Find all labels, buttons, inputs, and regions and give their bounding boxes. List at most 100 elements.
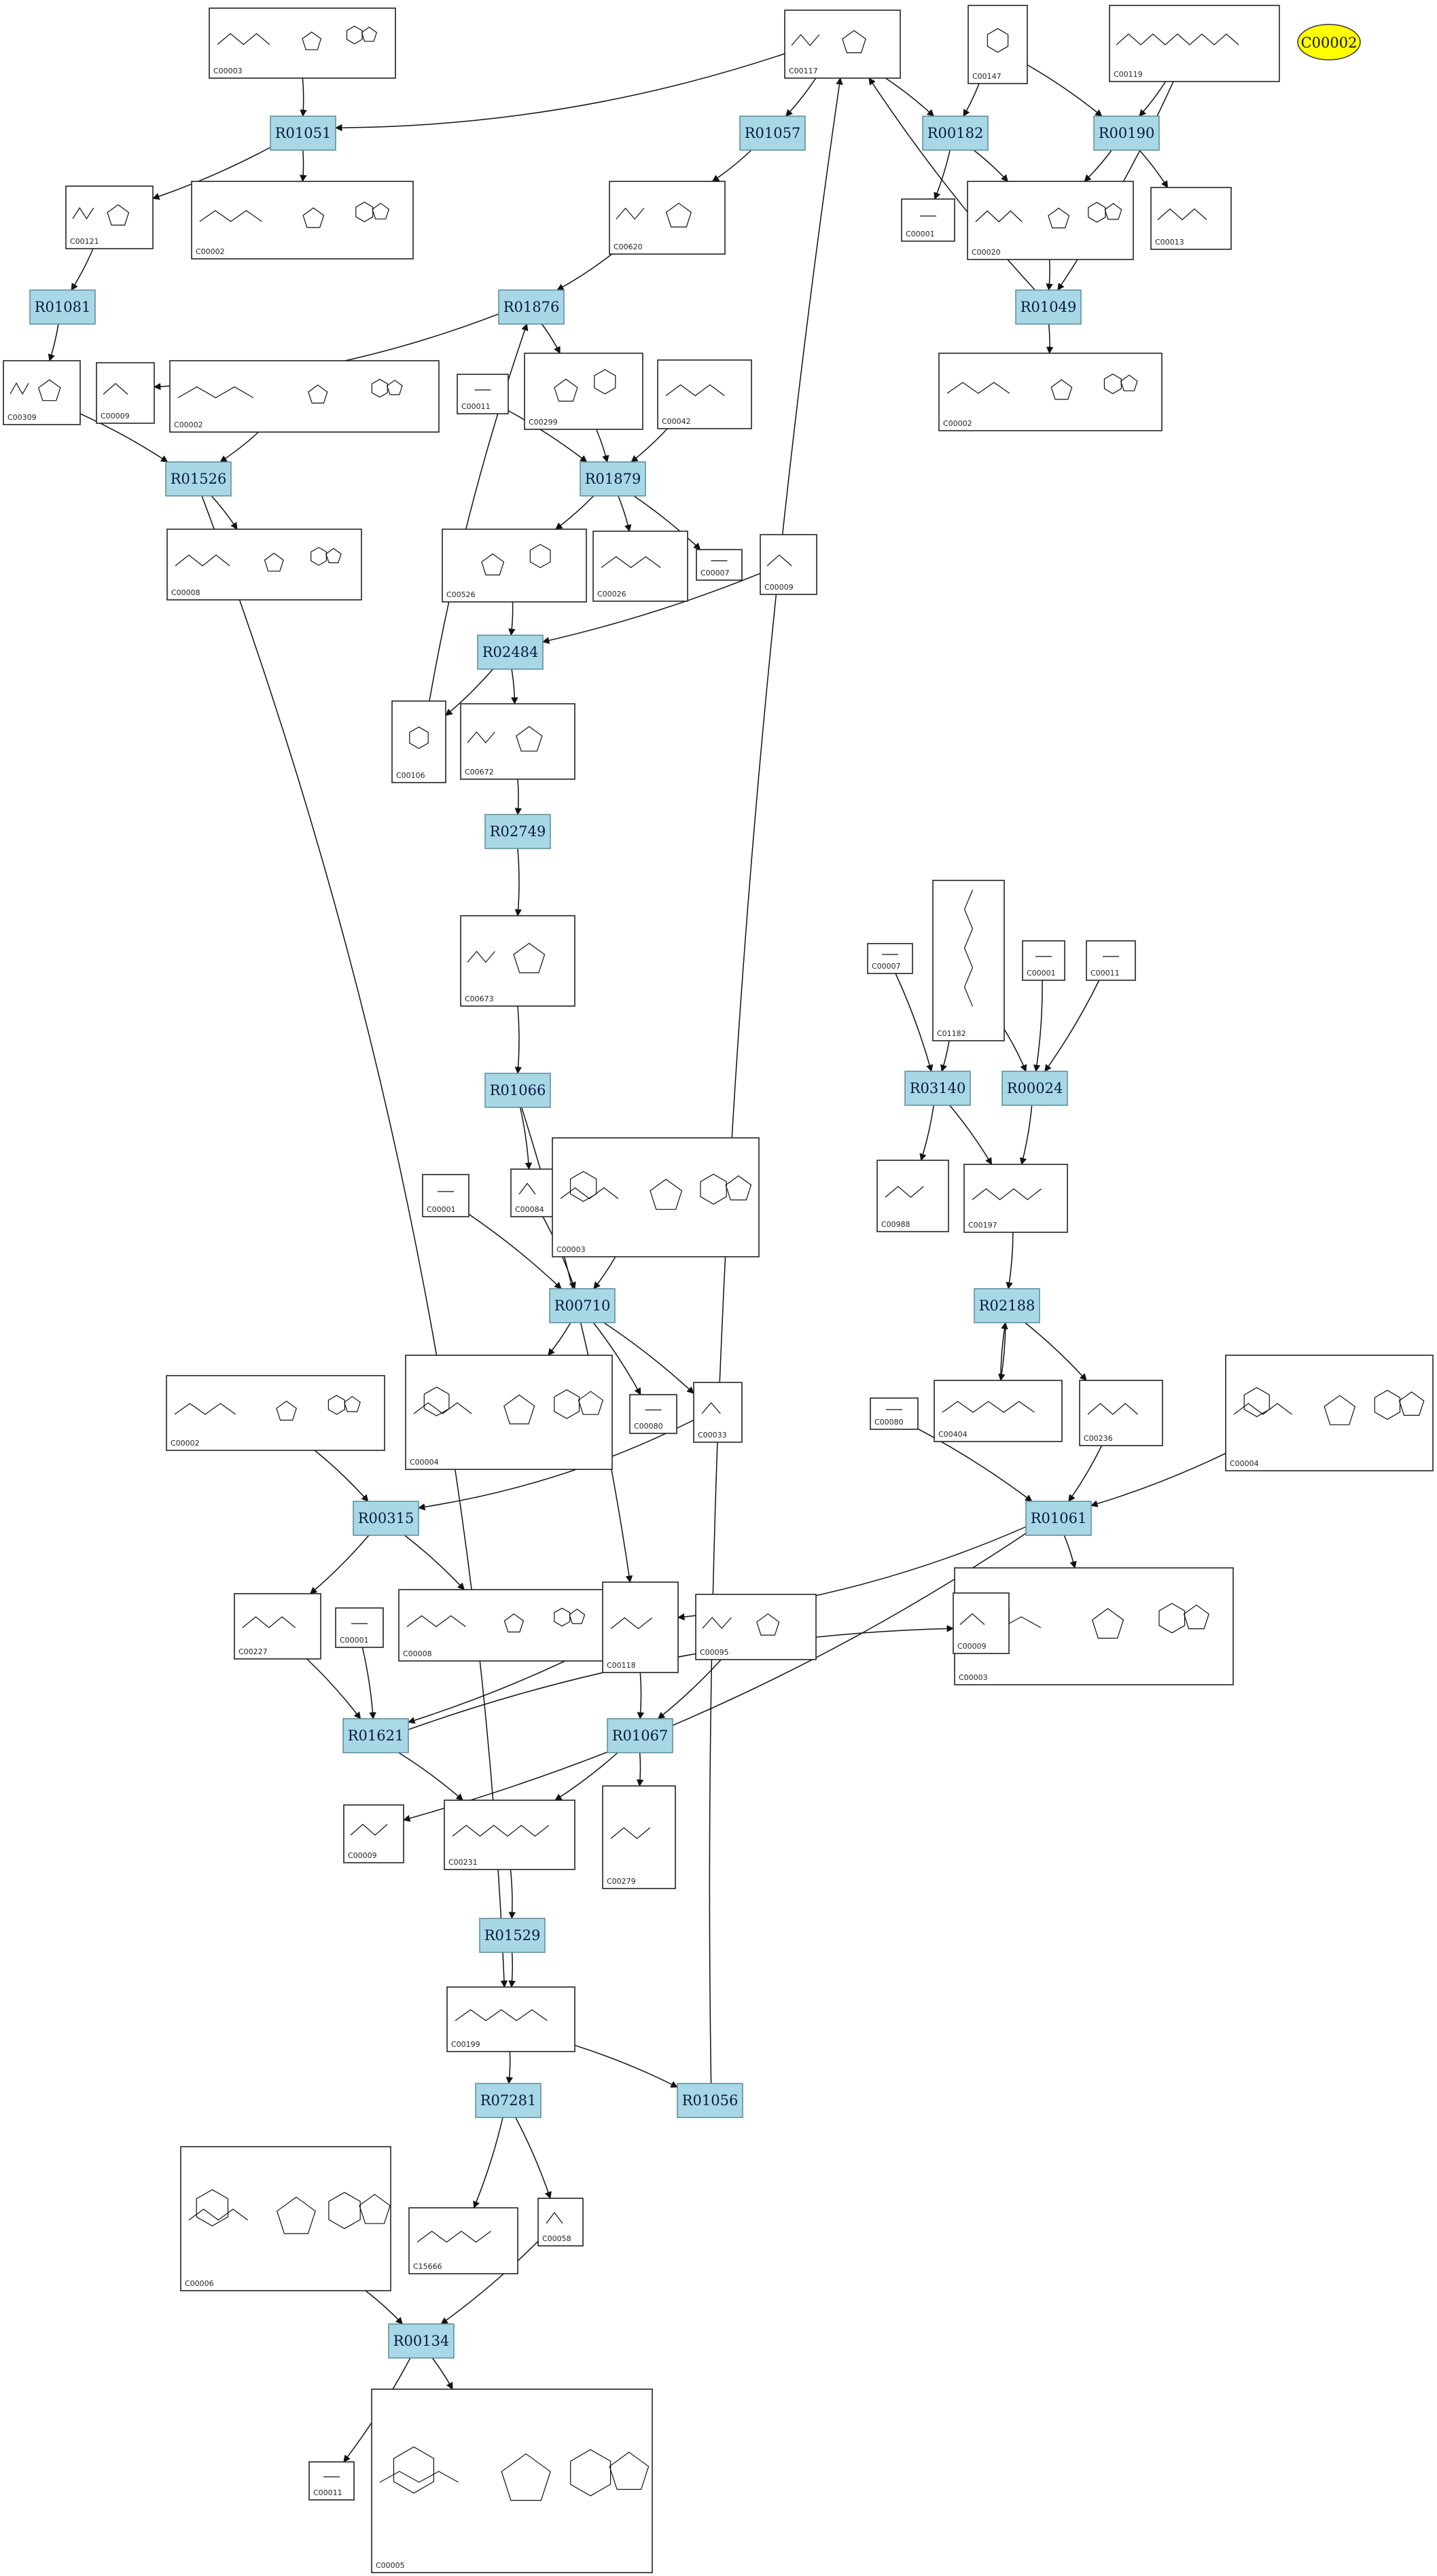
- compound-node[interactable]: C00119: [1109, 5, 1280, 82]
- reaction-node[interactable]: R01056: [677, 2083, 743, 2118]
- compound-node[interactable]: C00005: [371, 2389, 653, 2573]
- compound-id: C00011: [313, 2488, 342, 2497]
- compound-node[interactable]: C00007: [867, 943, 913, 974]
- reaction-node[interactable]: R01879: [580, 461, 646, 497]
- compound-node[interactable]: C00008: [166, 529, 362, 601]
- reaction-node[interactable]: R00024: [1001, 1071, 1068, 1106]
- compound-node[interactable]: C00008: [398, 1589, 609, 1662]
- compound-node[interactable]: C00009: [760, 534, 817, 595]
- compound-node[interactable]: C00084: [510, 1168, 554, 1217]
- compound-node[interactable]: C00009: [343, 1804, 404, 1863]
- reaction-node[interactable]: R00315: [353, 1501, 419, 1536]
- compound-node[interactable]: C00003: [552, 1137, 760, 1257]
- compound-node[interactable]: C00003: [209, 7, 396, 79]
- compound-node[interactable]: C00011: [1086, 940, 1136, 981]
- compound-node[interactable]: C00058: [537, 2198, 584, 2247]
- edge-arrow: [1090, 1452, 1226, 1507]
- reaction-node[interactable]: R01067: [607, 1718, 673, 1753]
- compound-node[interactable]: C01182: [932, 880, 1005, 1041]
- edge-arrow: [334, 53, 785, 132]
- compound-node[interactable]: C00011: [308, 2461, 355, 2501]
- compound-node[interactable]: C00197: [963, 1164, 1068, 1233]
- reaction-node[interactable]: R01049: [1015, 289, 1082, 325]
- edge-arrow: [637, 1672, 645, 1720]
- reaction-node[interactable]: R00134: [388, 2323, 455, 2359]
- reaction-node[interactable]: R01051: [270, 115, 336, 151]
- compound-node[interactable]: C00002: [938, 353, 1163, 431]
- compound-id: C00117: [789, 67, 818, 75]
- compound-node[interactable]: C00231: [444, 1800, 575, 1870]
- compound-node[interactable]: C00404: [934, 1380, 1063, 1442]
- compound-node[interactable]: C00106: [391, 700, 446, 783]
- compound-node[interactable]: C00526: [442, 529, 587, 603]
- compound-node[interactable]: C00001: [335, 1607, 384, 1648]
- compound-node[interactable]: C00080: [870, 1397, 919, 1430]
- reaction-node[interactable]: R00190: [1093, 115, 1160, 151]
- compound-node[interactable]: C00121: [65, 185, 154, 249]
- reaction-node[interactable]: R00182: [922, 115, 989, 151]
- compound-node[interactable]: C15666: [408, 2207, 518, 2274]
- reaction-node[interactable]: R02749: [484, 814, 551, 849]
- reaction-node[interactable]: R01529: [479, 1918, 546, 1953]
- edge-arrow: [711, 149, 752, 182]
- reaction-node[interactable]: R07281: [475, 2083, 542, 2118]
- compound-node[interactable]: C00672: [460, 703, 575, 780]
- compound-node[interactable]: C00026: [592, 531, 688, 602]
- reaction-label: R03140: [910, 1080, 966, 1096]
- reaction-node[interactable]: R01057: [739, 115, 806, 151]
- compound-node[interactable]: C00009: [96, 362, 155, 424]
- reaction-node[interactable]: R02188: [974, 1288, 1040, 1323]
- reaction-node[interactable]: R01876: [498, 289, 565, 325]
- compound-node[interactable]: C00002: [169, 360, 440, 433]
- structure-drawing: [946, 373, 1138, 400]
- compound-node[interactable]: C00227: [234, 1593, 321, 1660]
- reaction-box: [922, 115, 989, 151]
- compound-node[interactable]: C00004: [405, 1355, 613, 1470]
- compound-node[interactable]: C00002: [191, 181, 414, 260]
- compound-node[interactable]: C00117: [784, 10, 901, 79]
- compound-node[interactable]: C00236: [1079, 1380, 1163, 1446]
- compound-node[interactable]: C00620: [609, 181, 726, 255]
- compound-node[interactable]: C00080: [629, 1394, 677, 1434]
- compound-node[interactable]: C00147: [968, 5, 1028, 84]
- compound-node[interactable]: C00001: [1022, 940, 1065, 981]
- compound-node[interactable]: C00673: [460, 915, 575, 1007]
- compound-node[interactable]: C00011: [457, 374, 509, 414]
- structure-drawing: [409, 726, 429, 749]
- compound-node[interactable]: C00988: [876, 1160, 949, 1232]
- compound-node[interactable]: C00013: [1150, 187, 1232, 250]
- compound-node[interactable]: C00002: [166, 1375, 385, 1451]
- reaction-node[interactable]: R01621: [342, 1718, 409, 1753]
- compound-node[interactable]: C00009: [953, 1592, 1010, 1654]
- compound-node[interactable]: C00004: [1225, 1355, 1434, 1471]
- highlight-node[interactable]: C00002: [1297, 24, 1361, 60]
- compound-node[interactable]: C00299: [524, 353, 643, 430]
- compound-node[interactable]: C00001: [901, 198, 955, 242]
- compound-id: C00236: [1084, 1434, 1113, 1443]
- edge-arrow: [511, 668, 518, 705]
- edge-arrow: [79, 413, 168, 463]
- compound-node[interactable]: C00007: [696, 549, 743, 581]
- compound-node[interactable]: C00118: [602, 1581, 679, 1673]
- reaction-node[interactable]: R01081: [29, 289, 96, 325]
- edge-arrow: [1068, 1445, 1103, 1502]
- edge-arrow: [596, 429, 609, 463]
- compound-node[interactable]: C00279: [602, 1785, 676, 1889]
- compound-box: [335, 1607, 384, 1648]
- compound-node[interactable]: C00006: [180, 2146, 391, 2291]
- compound-node[interactable]: C00033: [693, 1382, 743, 1443]
- reaction-node[interactable]: R03140: [904, 1071, 971, 1106]
- reaction-node[interactable]: R00710: [549, 1288, 616, 1323]
- compound-node[interactable]: C00020: [967, 181, 1134, 260]
- compound-node[interactable]: C00199: [446, 1986, 575, 2052]
- reaction-node[interactable]: R01526: [165, 461, 232, 497]
- compound-node[interactable]: C00309: [3, 360, 81, 425]
- reaction-node[interactable]: R02484: [477, 634, 544, 670]
- compound-box: [1079, 1380, 1163, 1446]
- compound-node[interactable]: C00001: [422, 1174, 469, 1217]
- reaction-node[interactable]: R01066: [484, 1073, 551, 1108]
- reaction-node[interactable]: R01061: [1025, 1501, 1092, 1536]
- edge-arrow: [592, 1322, 641, 1395]
- compound-node[interactable]: C00095: [695, 1594, 817, 1660]
- compound-node[interactable]: C00042: [657, 359, 752, 429]
